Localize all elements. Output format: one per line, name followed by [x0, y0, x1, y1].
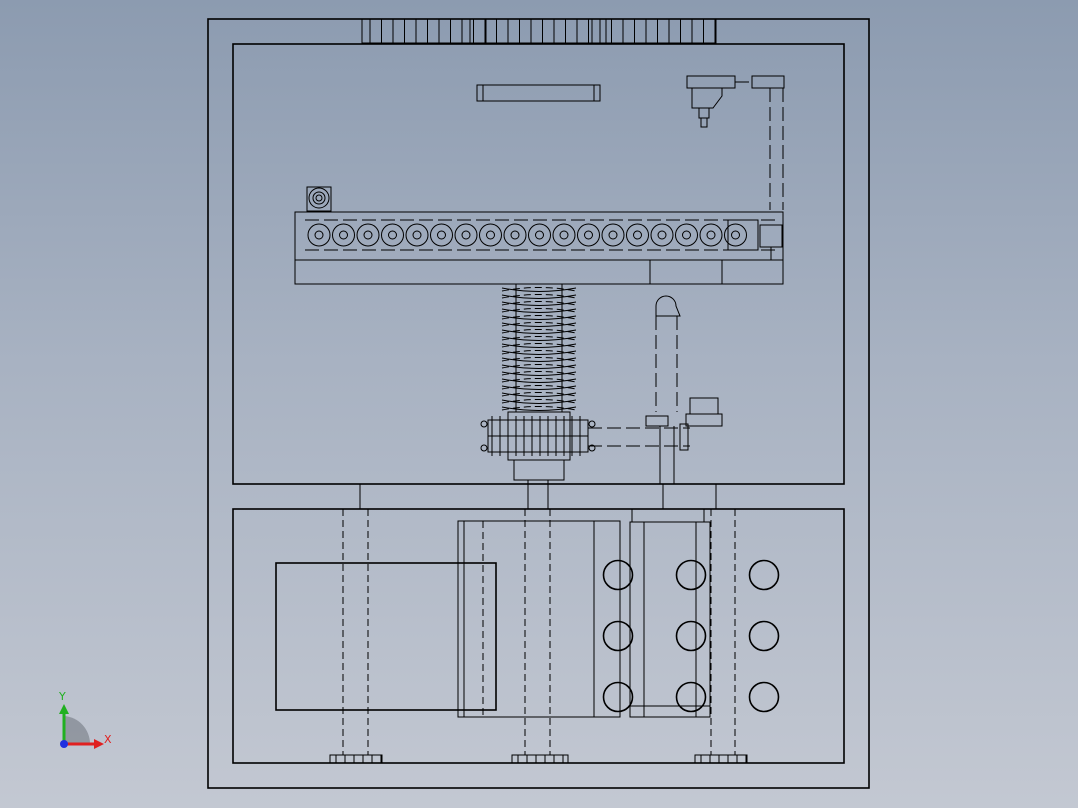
top-right-actuator — [686, 75, 785, 210]
y-axis-label: Y — [58, 690, 66, 703]
roller — [503, 223, 527, 247]
roller-conveyor — [294, 211, 784, 285]
roller — [479, 223, 502, 247]
panel-hole — [675, 620, 707, 652]
control-panel — [275, 562, 497, 711]
roller — [356, 223, 380, 247]
upper-chamber — [232, 43, 845, 485]
panel-hole — [602, 620, 634, 652]
panel-hole — [602, 681, 634, 713]
roller — [381, 223, 404, 247]
panel-hole — [748, 620, 780, 652]
lower-chamber — [232, 508, 845, 764]
roller — [675, 223, 698, 247]
roller — [626, 223, 649, 247]
button-grid — [602, 559, 780, 713]
roller — [528, 223, 551, 247]
lower-internal-frame — [342, 508, 736, 755]
roller — [724, 223, 747, 247]
axis-triad: Y X — [58, 690, 112, 749]
roller — [650, 223, 674, 247]
reel-icon — [306, 186, 332, 212]
roller — [307, 223, 331, 247]
x-axis-label: X — [104, 733, 112, 746]
top-vent-grille — [361, 18, 717, 44]
panel-hole — [748, 681, 780, 713]
panel-hole — [748, 559, 780, 591]
feet — [329, 754, 748, 764]
roller — [405, 223, 429, 247]
flange-coupling — [480, 411, 690, 481]
hook-arm — [645, 295, 723, 484]
top-bar — [476, 84, 601, 102]
roller — [454, 223, 478, 247]
roller — [699, 223, 723, 247]
roller — [577, 223, 600, 247]
roller — [552, 223, 576, 247]
spring-column — [501, 284, 577, 412]
roller — [332, 223, 355, 247]
roller — [601, 223, 625, 247]
panel-hole — [675, 681, 707, 713]
panel-hole — [602, 559, 634, 591]
connecting-posts — [359, 480, 717, 509]
panel-hole — [675, 559, 707, 591]
roller — [430, 223, 453, 247]
